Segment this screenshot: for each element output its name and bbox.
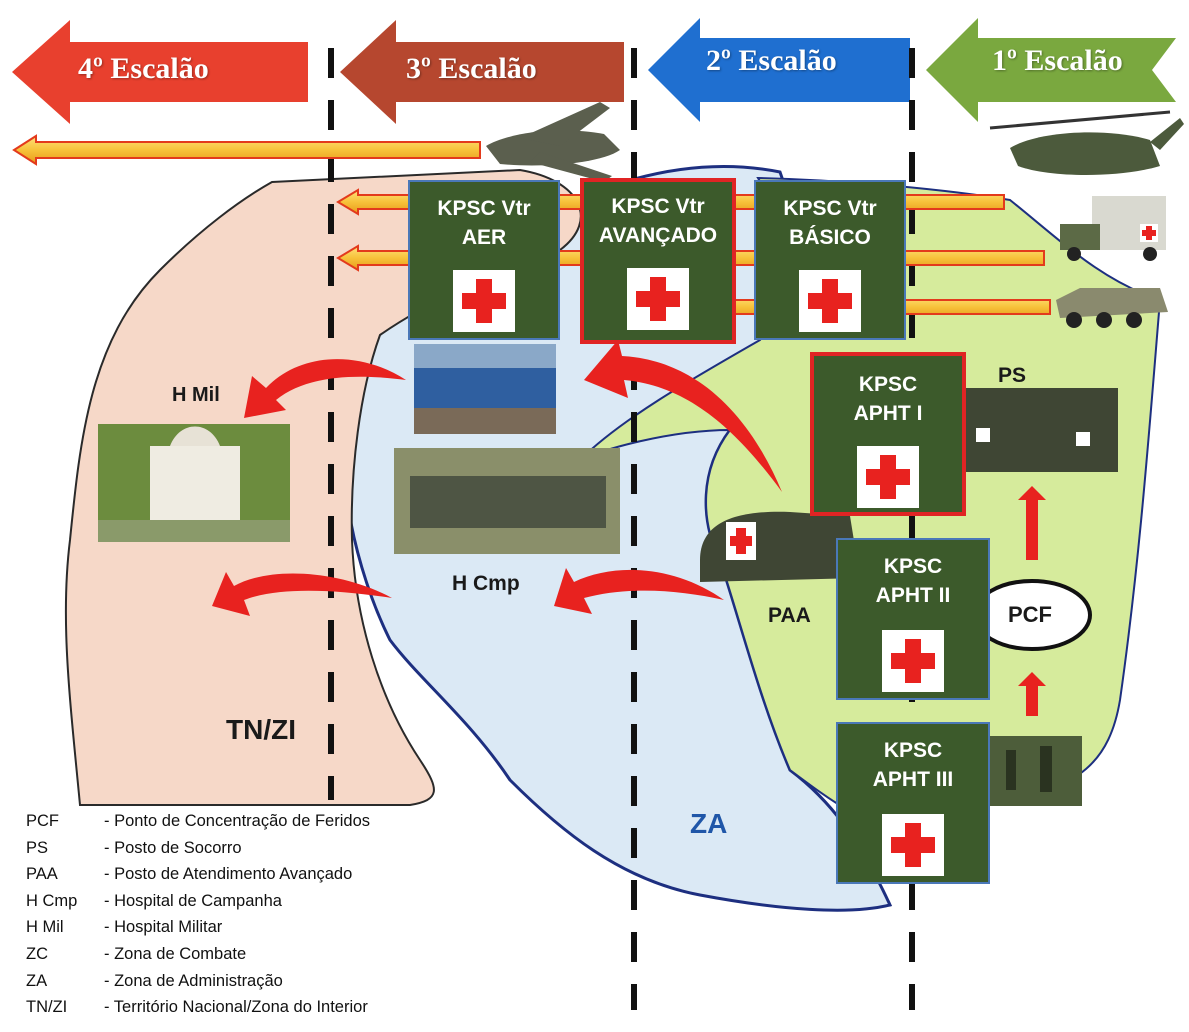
kpsc-vtr-avancado-box: KPSC Vtr AVANÇADO: [580, 178, 736, 344]
kpsc-apht-3-line2: APHT III: [872, 768, 954, 791]
ps-tent-photo: [964, 388, 1118, 472]
legend-row: TN/ZI - Território Nacional/Zona do Inter…: [26, 994, 370, 1021]
legend-desc: - Hospital de Campanha: [104, 891, 282, 910]
kpsc-vtr-basico-box: KPSC Vtr BÁSICO: [754, 180, 906, 340]
h-mil-photo: [98, 424, 290, 542]
kpsc-vtr-avancado-line2: AVANÇADO: [598, 224, 718, 247]
kpsc-vtr-aer-line1: KPSC Vtr: [437, 197, 531, 220]
kpsc-apht-2-line1: KPSC: [883, 555, 943, 578]
legend-abbr: TN/ZI: [26, 998, 68, 1017]
h-mil-label: H Mil: [172, 384, 220, 406]
kpsc-apht-2-box: KPSC APHT II: [836, 538, 990, 700]
red-cross-icon: [799, 270, 861, 332]
tn-zi-label: TN/ZI: [226, 714, 296, 745]
red-cross-icon: [627, 268, 689, 330]
legend-row: H Cmp - Hospital de Campanha: [26, 888, 370, 915]
za-label: ZA: [690, 808, 728, 839]
evac-arrow-to-hmil-top: [244, 359, 406, 418]
kpsc-apht-1-line1: KPSC: [858, 373, 918, 396]
legend-desc: - Posto de Atendimento Avançado: [104, 865, 353, 884]
legend-abbr: PS: [26, 838, 49, 857]
armored-vehicle-icon: [1056, 288, 1168, 328]
red-cross-icon: [882, 630, 944, 692]
legend-abbr: PAA: [26, 865, 58, 884]
helicopter-icon: [989, 110, 1184, 175]
paa-label: PAA: [768, 604, 811, 627]
legend-desc: - Ponto de Concentração de Feridos: [104, 812, 370, 830]
escalao-1-arrow: [926, 18, 1176, 122]
hospital-building-photo: [414, 344, 556, 434]
legend-row: ZC - Zona de Combate: [26, 941, 370, 968]
pcf-label: PCF: [1008, 602, 1052, 627]
field-hospital-photo: [394, 448, 620, 554]
red-cross-icon: [857, 446, 919, 508]
escalao-3-label: 3º Escalão: [406, 52, 537, 85]
legend-row: PCF - Ponto de Concentração de Feridos: [26, 808, 370, 835]
legend-abbr: ZC: [26, 944, 48, 963]
escalao-4-arrow: [12, 20, 308, 124]
legend: PCF - Ponto de Concentração de Feridos PS…: [26, 808, 370, 1021]
legend-abbr: PCF: [26, 812, 59, 830]
kpsc-vtr-avancado-line1: KPSC Vtr: [611, 195, 705, 218]
ambulance-icon: [1060, 196, 1166, 261]
legend-desc: - Território Nacional/Zona do Interior: [104, 998, 368, 1017]
evac-arrow-to-hcmp: [554, 568, 724, 614]
kpsc-vtr-aer-line2: AER: [461, 226, 507, 249]
soldiers-photo: [990, 736, 1082, 806]
legend-row: ZA - Zona de Administração: [26, 968, 370, 995]
legend-row: PS - Posto de Socorro: [26, 835, 370, 862]
kpsc-apht-2-line2: APHT II: [875, 584, 951, 607]
escalao-1-label: 1º Escalão: [992, 44, 1123, 77]
legend-desc: - Posto de Socorro: [104, 838, 242, 857]
kpsc-vtr-aer-box: KPSC Vtr AER: [408, 180, 560, 340]
kpsc-vtr-basico-line1: KPSC Vtr: [783, 197, 877, 220]
legend-abbr: H Mil: [26, 918, 64, 937]
red-cross-icon: [453, 270, 515, 332]
kpsc-apht-1-box: KPSC APHT I: [810, 352, 966, 516]
up-arrow-pcf-to-ps: [1018, 486, 1046, 560]
legend-desc: - Zona de Combate: [104, 944, 247, 963]
kpsc-vtr-basico-line2: BÁSICO: [789, 226, 871, 249]
ps-label: PS: [998, 364, 1027, 387]
up-arrow-to-pcf: [1018, 672, 1046, 716]
air-evac-arrow: [12, 134, 481, 166]
red-cross-icon: [882, 814, 944, 876]
evac-arrow-to-hmil-bottom: [212, 572, 392, 616]
legend-desc: - Hospital Militar: [104, 918, 223, 937]
paa-tent-photo: [700, 511, 860, 582]
legend-row: H Mil - Hospital Militar: [26, 914, 370, 941]
legend-desc: - Zona de Administração: [104, 971, 283, 990]
evac-arrow-to-hospital: [584, 340, 782, 492]
legend-abbr: ZA: [26, 971, 48, 990]
transport-aircraft-icon: [486, 102, 620, 182]
escalao-2-label: 2º Escalão: [706, 44, 837, 77]
h-cmp-label: H Cmp: [452, 572, 520, 595]
escalao-4-label: 4º Escalão: [78, 52, 209, 85]
kpsc-apht-1-line2: APHT I: [853, 402, 923, 425]
escalao-2-arrow: [648, 18, 910, 122]
escalao-3-arrow: [340, 20, 624, 124]
legend-abbr: H Cmp: [26, 891, 78, 910]
kpsc-apht-3-box: KPSC APHT III: [836, 722, 990, 884]
legend-row: PAA - Posto de Atendimento Avançado: [26, 861, 370, 888]
kpsc-apht-3-line1: KPSC: [883, 739, 943, 762]
